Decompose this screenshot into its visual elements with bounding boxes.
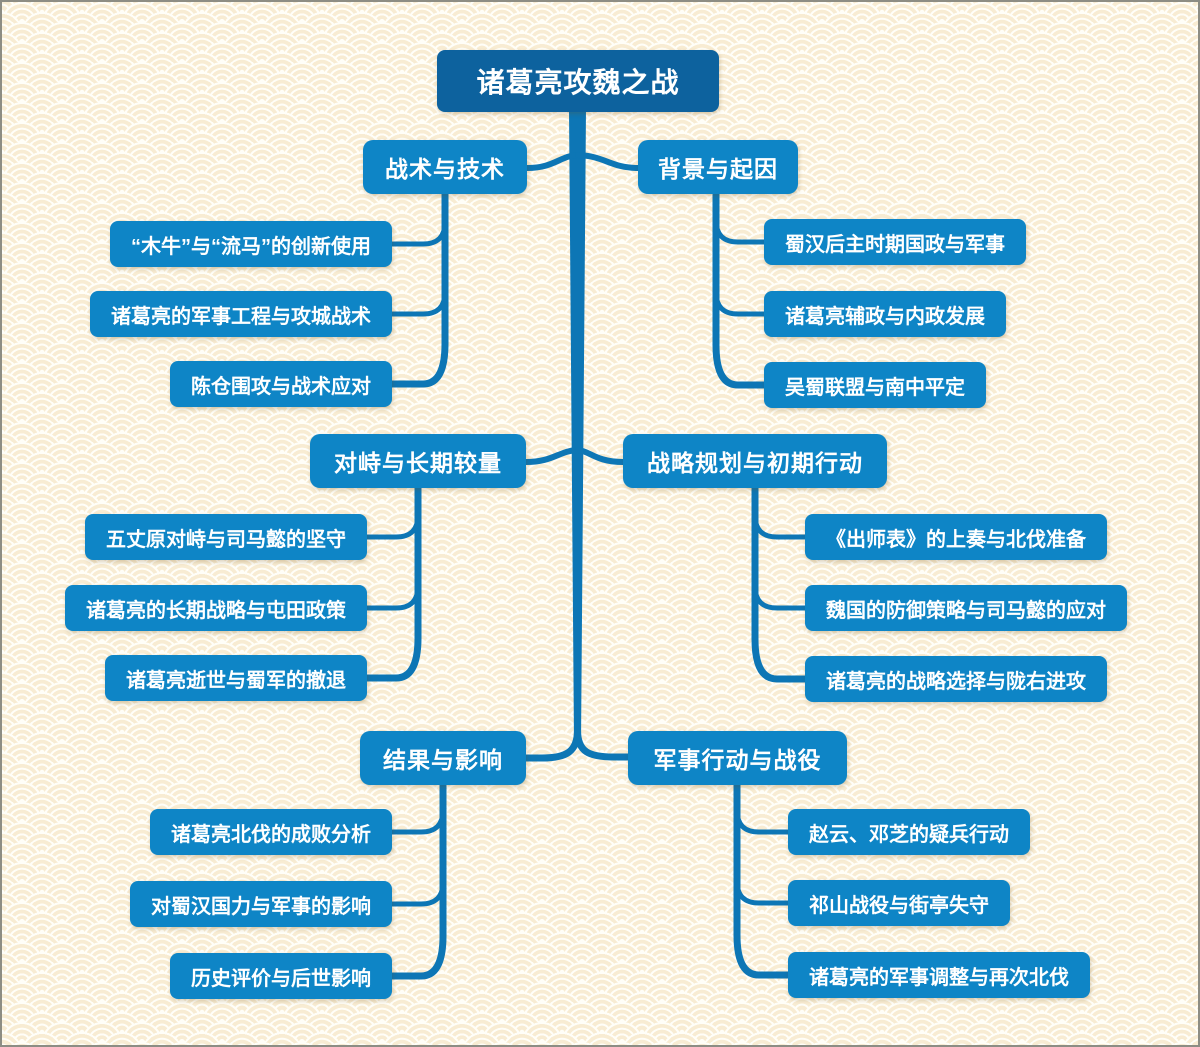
trunk-line [569, 108, 586, 743]
branch-node-standoff[interactable]: 对峙与长期较量 [310, 434, 526, 488]
subtopic-node[interactable]: “木牛”与“流马”的创新使用 [110, 221, 392, 267]
subtopic-node[interactable]: 诸葛亮的长期战略与屯田政策 [65, 585, 367, 631]
branch-node-background[interactable]: 背景与起因 [638, 140, 798, 194]
branch-node-strategy[interactable]: 战略规划与初期行动 [623, 434, 887, 488]
subtopic-node[interactable]: 诸葛亮的军事工程与攻城战术 [90, 291, 392, 337]
subtopic-node[interactable]: 历史评价与后世影响 [170, 953, 392, 999]
branch-node-military[interactable]: 军事行动与战役 [628, 731, 847, 785]
subtopic-node[interactable]: 诸葛亮逝世与蜀军的撤退 [105, 655, 367, 701]
subtopic-node[interactable]: 五丈原对峙与司马懿的坚守 [85, 514, 367, 560]
root-topic-node[interactable]: 诸葛亮攻魏之战 [437, 50, 719, 112]
subtopic-node[interactable]: 《出师表》的上奏与北伐准备 [805, 514, 1107, 560]
subtopic-node[interactable]: 诸葛亮北伐的成败分析 [150, 809, 392, 855]
subtopic-node[interactable]: 祁山战役与街亭失守 [788, 880, 1010, 926]
subtopic-node[interactable]: 蜀汉后主时期国政与军事 [764, 219, 1026, 265]
subtopic-node[interactable]: 对蜀汉国力与军事的影响 [130, 881, 392, 927]
subtopic-node[interactable]: 魏国的防御策略与司马懿的应对 [805, 585, 1127, 631]
subtopic-node[interactable]: 陈仓围攻与战术应对 [170, 361, 392, 407]
branch-node-tactics[interactable]: 战术与技术 [363, 140, 527, 194]
subtopic-node[interactable]: 赵云、邓芝的疑兵行动 [788, 809, 1030, 855]
subtopic-node[interactable]: 诸葛亮辅政与内政发展 [764, 291, 1006, 337]
branch-node-results[interactable]: 结果与影响 [360, 731, 526, 785]
subtopic-node[interactable]: 诸葛亮的战略选择与陇右进攻 [805, 656, 1107, 702]
subtopic-node[interactable]: 诸葛亮的军事调整与再次北伐 [788, 952, 1090, 998]
subtopic-node[interactable]: 吴蜀联盟与南中平定 [764, 362, 986, 408]
